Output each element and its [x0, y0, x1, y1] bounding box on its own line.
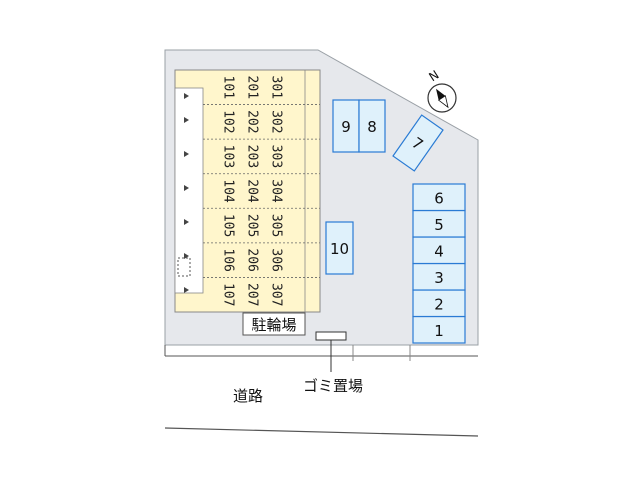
unit-labels: 301 201 101 302 202 102 303 203 103 304 204 104 305 2… — [221, 76, 284, 307]
unit-number: 301 — [269, 76, 284, 99]
unit-number: 207 — [245, 283, 260, 306]
unit-number: 306 — [269, 248, 284, 271]
unit-number: 201 — [245, 76, 260, 99]
parking-space: 2 — [412, 289, 466, 318]
parking-space: 3 — [412, 262, 466, 291]
parking-space-outline — [392, 114, 444, 172]
unit-number: 102 — [221, 110, 236, 133]
entrance-arrow — [184, 185, 189, 191]
garbage-area — [315, 331, 347, 341]
entrance-arrows — [184, 93, 189, 293]
bicycle-parking-label: 駐輪場 — [251, 316, 296, 334]
parking-space-number: 9 — [341, 118, 351, 136]
road-edge-bottom — [164, 427, 479, 437]
bicycle-parking-box — [242, 312, 306, 336]
apartment-building: 301 201 101 302 202 102 303 203 103 304 204 104 305 2… — [174, 69, 321, 313]
unit-number: 104 — [221, 179, 236, 203]
parking-space-number: 6 — [434, 189, 444, 207]
parking-space-outline — [358, 99, 386, 153]
unit-number: 302 — [269, 110, 284, 133]
stairs — [177, 257, 191, 277]
unit-number: 203 — [245, 145, 260, 168]
parking-space-number: 2 — [434, 295, 444, 313]
unit-number: 101 — [221, 76, 236, 99]
parking-space-outline — [412, 236, 466, 265]
road-label: 道路 — [233, 387, 263, 405]
unit-dividers — [203, 104, 320, 278]
unit-number: 107 — [221, 283, 236, 306]
parking-space: 4 — [412, 236, 466, 265]
entrance-arrow — [184, 117, 189, 123]
entrance-arrow — [184, 93, 189, 99]
unit-number: 202 — [245, 110, 260, 133]
unit-number: 305 — [269, 214, 284, 237]
parking-space-number: 5 — [434, 216, 444, 234]
corridor — [174, 87, 204, 294]
parking-space-outline — [412, 209, 466, 238]
parking-space: 8 — [358, 99, 386, 153]
compass: N — [426, 68, 457, 113]
entrance-arrow — [184, 219, 189, 225]
unit-number: 303 — [269, 145, 284, 168]
unit-number: 204 — [245, 179, 260, 203]
parking-space: 5 — [412, 209, 466, 238]
parking-space-outline — [412, 315, 466, 344]
entrance-arrow — [184, 253, 189, 259]
parking-space-number: 4 — [434, 242, 444, 260]
entrance-arrow — [184, 151, 189, 157]
unit-number: 205 — [245, 214, 260, 237]
parking-space: 9 — [332, 99, 360, 153]
unit-number: 206 — [245, 248, 260, 271]
parking-space-number: 10 — [330, 240, 349, 258]
parking-space-number: 1 — [434, 322, 444, 340]
compass-label: N — [426, 68, 441, 85]
parking-space-number: 3 — [434, 269, 444, 287]
unit-number: 304 — [269, 179, 284, 203]
parking-space-outline — [332, 99, 360, 153]
parking-space-outline — [412, 262, 466, 291]
parking-space: 10 — [325, 221, 354, 275]
unit-number: 307 — [269, 283, 284, 306]
unit-number: 105 — [221, 214, 236, 237]
parking-space: 1 — [412, 315, 466, 344]
parking-space: 7 — [392, 114, 444, 172]
parking-space-number: 8 — [367, 118, 377, 136]
compass-needle-south — [437, 95, 449, 109]
parking-space-outline — [412, 183, 466, 212]
garbage-label: ゴミ置場 — [303, 377, 363, 395]
entrance-arrow — [184, 287, 189, 293]
parking-space-outline — [325, 221, 354, 275]
parking-space: 6 — [412, 183, 466, 212]
unit-number: 103 — [221, 145, 236, 168]
parking-space-outline — [412, 289, 466, 318]
unit-number: 106 — [221, 248, 236, 271]
